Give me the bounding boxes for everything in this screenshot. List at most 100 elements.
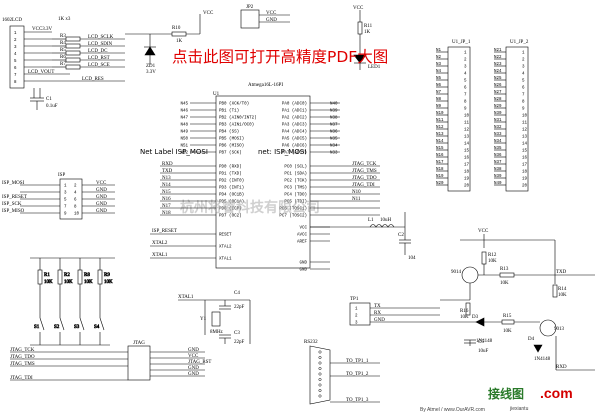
isp-pin-odd-4: 9 bbox=[64, 213, 67, 217]
jp1pins-num-15: 16 bbox=[464, 157, 470, 161]
jp1pins-net-2: N3 bbox=[436, 63, 442, 67]
jp1pins-num-2: 3 bbox=[464, 66, 467, 70]
isp-pin-odd-1: 3 bbox=[64, 192, 67, 196]
key-r-label-0: R1 bbox=[44, 273, 50, 278]
jp2pins-net-14: N35 bbox=[494, 147, 502, 151]
level-shifter: VCC R12 10K 9014 R13 10K TXD R16 10K R14… bbox=[440, 229, 595, 371]
rxd-label: RXD bbox=[556, 365, 567, 370]
led1-label: LED1 bbox=[368, 65, 381, 70]
jp2pins-num-19: 20 bbox=[522, 185, 528, 189]
jp2pins-num-5: 6 bbox=[522, 87, 525, 91]
jp2pins-num-12: 13 bbox=[522, 136, 528, 140]
mcu-ref: U1 bbox=[213, 92, 220, 97]
tp1-label: TP1 bbox=[350, 297, 359, 302]
rs232-pin bbox=[318, 361, 322, 365]
rs232-label: RS232 bbox=[304, 340, 318, 345]
mcu-net-pc3: JTAG_TDI bbox=[352, 183, 375, 188]
jp2pins-net-17: N38 bbox=[494, 168, 502, 172]
jp1pins-net-0: N1 bbox=[436, 49, 442, 53]
mcu-pin-pb3: PB3 (AIN1/OC0) bbox=[219, 123, 254, 128]
led-circuit: R11 1K LED1 VCC bbox=[353, 6, 381, 70]
jp2pins-net-16: N37 bbox=[494, 161, 502, 165]
mcu-pin-pd0: PD0 (RXD) bbox=[219, 165, 242, 170]
mcu-pin-pd6: PD6 (ICP) bbox=[219, 207, 242, 212]
mcu-pin-pa2: PA2 (ADC2) bbox=[282, 116, 307, 121]
rs232-pin bbox=[318, 383, 322, 387]
lcd-net-vout: LCD_VOUT bbox=[28, 70, 54, 75]
tp1-num-0: 1 bbox=[355, 308, 358, 312]
mcu-pin-pa3: PA3 (ADC3) bbox=[282, 123, 307, 128]
q2-label: 9013 bbox=[554, 327, 565, 332]
jp2-connector: JP2 VCC GND bbox=[240, 5, 290, 29]
rs232-pin bbox=[318, 389, 322, 392]
y1-value: 8MHz bbox=[210, 330, 224, 335]
lcd-pin-6: 6 bbox=[14, 67, 17, 71]
c3-value: 22pF bbox=[234, 340, 245, 345]
jp2pins-num-7: 8 bbox=[522, 101, 525, 105]
r15-label: R15 bbox=[503, 314, 512, 319]
isp-pin-odd-2: 5 bbox=[64, 199, 67, 203]
net-label-isp-mosi: Net Label ISP_MOSI bbox=[140, 148, 208, 156]
mcu-net-pb3: N48 bbox=[180, 124, 188, 128]
isp-pin-even-4: 10 bbox=[74, 213, 80, 217]
key-r-value-3: 10K bbox=[104, 280, 113, 285]
pdf-banner-link[interactable]: 点击此图可打开高精度PDF大图 bbox=[172, 48, 388, 66]
mcu-pin-pb1: PB1 (T1) bbox=[219, 109, 239, 114]
lcd-net-1: LCD_SDIN bbox=[88, 42, 113, 47]
isp-pin-even-3: 8 bbox=[74, 206, 77, 210]
switch-label-0: S1 bbox=[34, 325, 40, 330]
c4-value: 22pF bbox=[234, 305, 245, 310]
r11-value: 1K bbox=[364, 30, 371, 35]
mcu-net-pd1: TXD bbox=[162, 169, 173, 174]
mcu-pin-br3: GND bbox=[299, 262, 307, 266]
rs232-pin bbox=[318, 356, 322, 359]
c5-label: C5 bbox=[478, 340, 484, 345]
mcu-pin-pb0: PB0 (XCK/T0) bbox=[219, 102, 249, 107]
switch-label-2: S3 bbox=[74, 325, 80, 330]
r12-value: 10K bbox=[488, 259, 497, 264]
tp1-pin-2: GND bbox=[374, 318, 385, 323]
u1jp1-label: U1_JP_1 bbox=[452, 40, 471, 45]
jp1pins-net-1: N2 bbox=[436, 56, 442, 60]
rs232-net-1: TO_TP1_2 bbox=[346, 372, 369, 377]
lcd-pin-8: 8 bbox=[14, 81, 17, 85]
watermark-logo: 接线图 bbox=[488, 386, 524, 401]
jp1pins-net-12: N13 bbox=[436, 133, 444, 137]
lcd-pin-2: 2 bbox=[14, 39, 17, 43]
watermark-sub: jiexiantu bbox=[509, 406, 529, 412]
jp1pins-num-10: 11 bbox=[464, 122, 470, 126]
r11-label: R11 bbox=[364, 24, 373, 29]
mcu-net-pd7: N18 bbox=[162, 211, 171, 216]
jp2pins-net-5: N26 bbox=[494, 84, 502, 88]
mcu-pin-pa0: PA0 (ADC0) bbox=[282, 102, 307, 107]
rs232-pin bbox=[318, 378, 322, 381]
mcu-net-pb2: N47 bbox=[180, 117, 188, 121]
jp2pins-net-11: N32 bbox=[494, 126, 502, 130]
jtag-label: JTAG bbox=[133, 341, 145, 346]
jp2pins-net-3: N24 bbox=[494, 70, 502, 74]
key-resistor-2 bbox=[77, 269, 83, 285]
footer-credit: By Atmel / www.OurAVR.com bbox=[420, 407, 485, 413]
mcu-pin-pc6: PC6 (TOSC1) bbox=[279, 207, 307, 212]
jp1pins-net-16: N17 bbox=[436, 161, 444, 165]
jp1pins-num-7: 8 bbox=[464, 101, 467, 105]
mcu-pin-pd1: PD1 (TXD) bbox=[219, 172, 242, 177]
lcd-pin-4: 4 bbox=[14, 53, 17, 57]
tp1-num-1: 2 bbox=[355, 315, 358, 319]
jp1pins-net-6: N7 bbox=[436, 91, 442, 95]
mcu-pin-pb4: PB4 (SS) bbox=[219, 130, 239, 135]
c1-value: 0.1uF bbox=[46, 104, 58, 109]
d4-label: D4 bbox=[528, 337, 535, 342]
jp2pins-net-2: N23 bbox=[494, 63, 502, 67]
jp2pins-num-3: 4 bbox=[522, 73, 525, 77]
r13-value: 10K bbox=[500, 281, 509, 286]
rs232-pin bbox=[318, 367, 322, 370]
lcd-resistor-R5: R5 bbox=[60, 48, 66, 53]
jp1pins-net-19: N20 bbox=[436, 182, 444, 186]
isp-right-1: GND bbox=[96, 188, 107, 193]
jp2pins-net-7: N28 bbox=[494, 98, 502, 102]
lcd-pin-5: 5 bbox=[14, 60, 17, 64]
jp2pins-num-4: 5 bbox=[522, 80, 525, 84]
jp1pins-net-17: N18 bbox=[436, 168, 444, 172]
lcd-pin-7: 7 bbox=[14, 74, 17, 78]
